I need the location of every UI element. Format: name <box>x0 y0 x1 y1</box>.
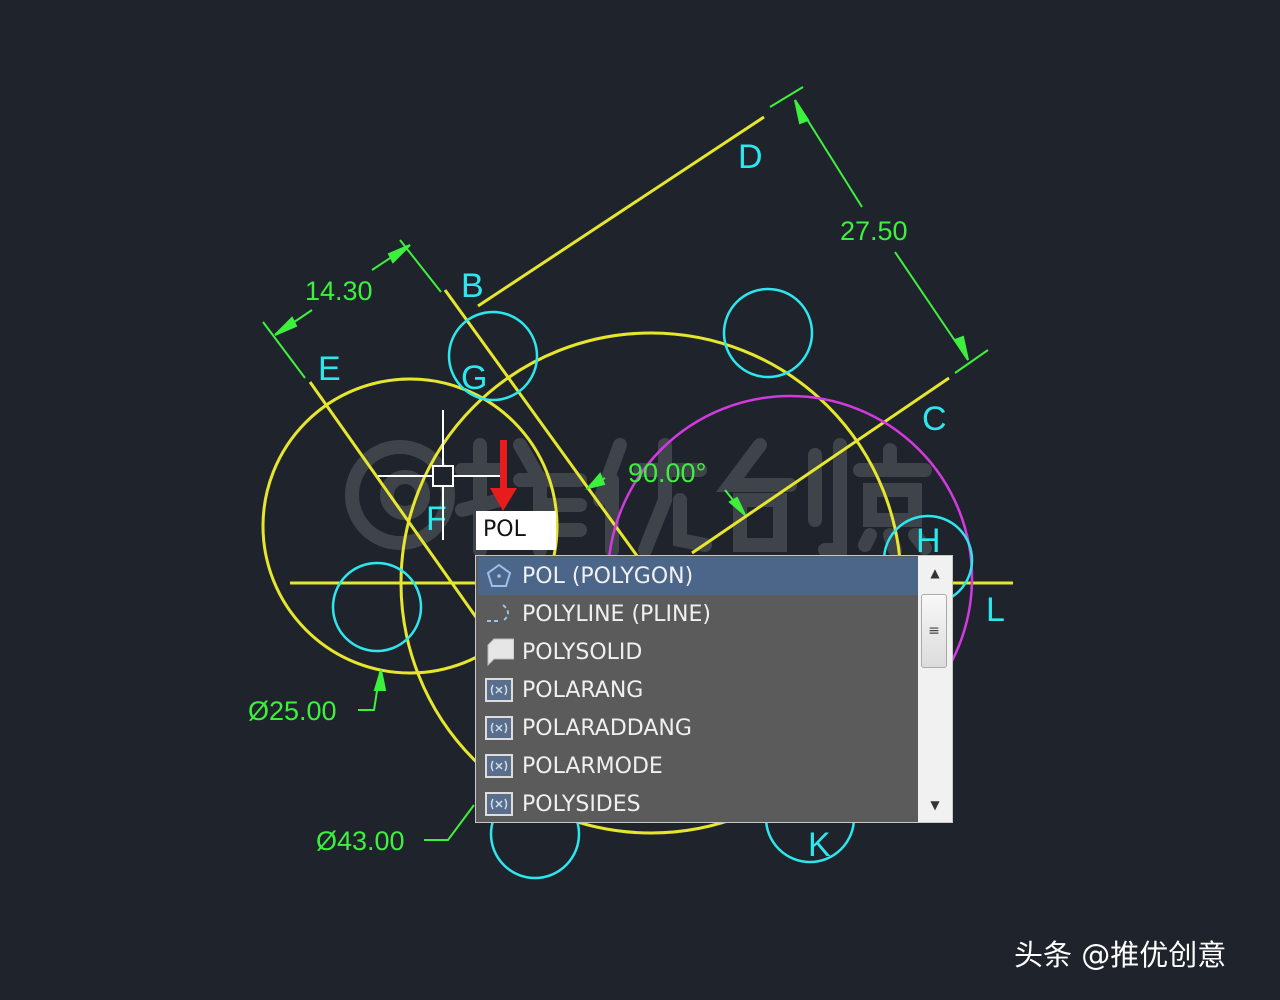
point-label-g: G <box>461 359 487 397</box>
dimension-diameter-large: Ø43.00 <box>316 826 405 856</box>
footer-watermark: 头条 @推优创意 <box>1014 938 1227 972</box>
polyline-icon <box>484 601 514 627</box>
point-label-k: K <box>808 826 831 864</box>
system-variable-icon <box>484 677 514 703</box>
suggestion-label: POL (POLYGON) <box>522 563 694 589</box>
system-variable-icon <box>484 753 514 779</box>
command-input[interactable]: POL <box>476 511 556 550</box>
dimension-diameter-small: Ø25.00 <box>248 696 337 726</box>
polygon-icon <box>484 563 514 589</box>
system-variable-icon <box>484 715 514 741</box>
suggestion-label: POLARADDANG <box>522 715 692 741</box>
suggestion-polarmode[interactable]: POLARMODE <box>478 747 918 785</box>
suggestion-label: POLARMODE <box>522 753 663 779</box>
line-c <box>691 376 950 555</box>
dimension-27-50: 27.50 <box>840 216 908 246</box>
suggestion-label: POLYLINE (PLINE) <box>522 601 711 627</box>
line-b <box>443 289 642 561</box>
line-e <box>308 381 480 621</box>
polysolid-icon <box>484 638 514 667</box>
suggestion-label: POLYSIDES <box>522 791 641 817</box>
suggestion-polysides[interactable]: POLYSIDES <box>478 785 918 823</box>
scrollbar[interactable]: ▲ ≡ ▼ <box>918 556 952 822</box>
dimensions <box>262 86 989 841</box>
point-label-c: C <box>922 400 947 438</box>
suggestion-polysolid[interactable]: POLYSOLID <box>478 633 918 671</box>
dimension-14-30: 14.30 <box>305 276 373 306</box>
suggestion-label: POLARANG <box>522 677 644 703</box>
point-label-b: B <box>461 267 484 305</box>
suggestion-polaraddang[interactable]: POLARADDANG <box>478 709 918 747</box>
suggestion-label: POLYSOLID <box>522 639 643 665</box>
point-label-f: F <box>426 500 447 538</box>
suggestion-polyline[interactable]: POLYLINE (PLINE) <box>478 595 918 633</box>
line-bd <box>477 115 765 308</box>
point-label-e: E <box>318 350 341 388</box>
red-arrow-icon <box>490 440 517 511</box>
dimension-angle: 90.00° <box>628 458 706 488</box>
scrollbar-thumb[interactable]: ≡ <box>921 594 947 668</box>
circle-small-yellow <box>261 377 559 675</box>
point-label-h: H <box>916 522 941 560</box>
crosshair-cursor-icon <box>378 410 500 540</box>
scroll-up-arrow-icon[interactable]: ▲ <box>930 566 940 580</box>
suggestion-polarang[interactable]: POLARANG <box>478 671 918 709</box>
point-label-d: D <box>738 138 763 176</box>
point-label-l: L <box>986 591 1005 629</box>
suggestion-polygon[interactable]: POL (POLYGON) <box>478 557 918 595</box>
scroll-down-arrow-icon[interactable]: ▼ <box>930 798 940 812</box>
system-variable-icon <box>484 791 514 817</box>
autocomplete-list: POL (POLYGON) POLYLINE (PLINE) POLYSOLID… <box>475 555 953 823</box>
